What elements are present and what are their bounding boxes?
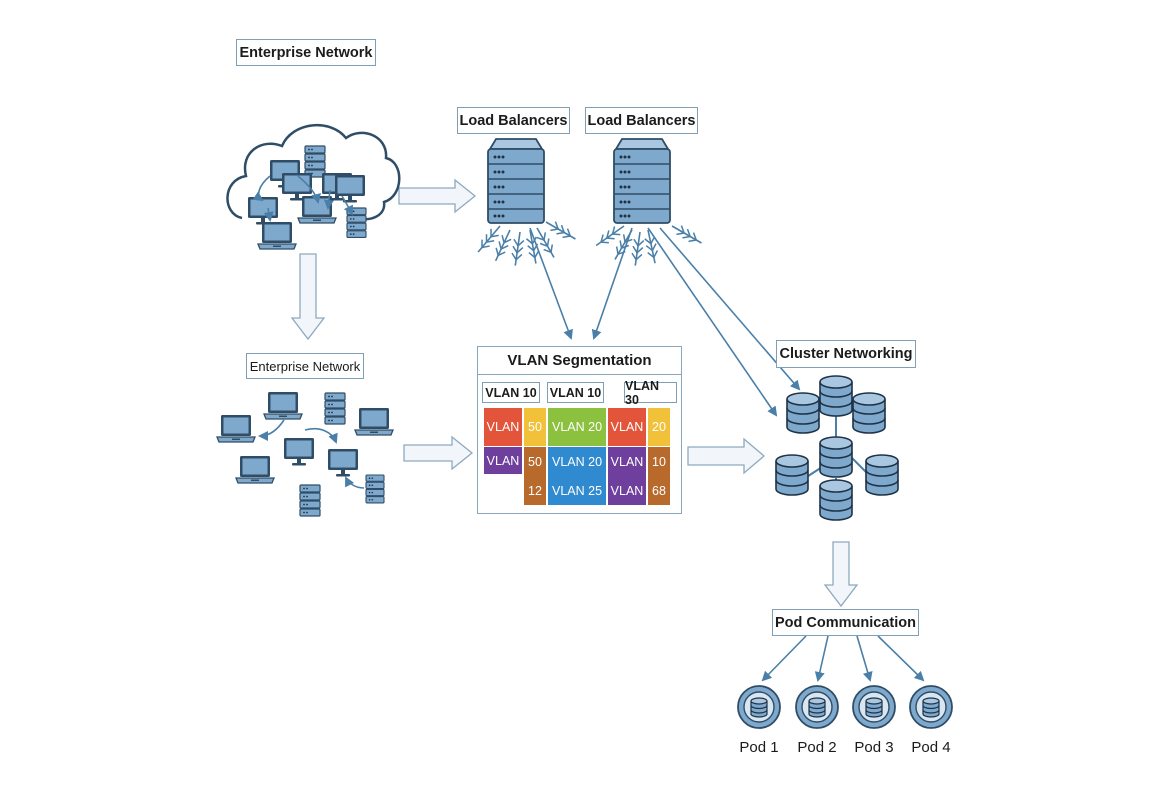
vlan-tag[interactable]: VLAN 10 [547,382,604,403]
database-cylinder-icon [786,392,820,434]
pod-4[interactable] [909,685,953,729]
vlan-cell[interactable]: 20 [648,408,670,446]
pod-connectors [761,635,925,682]
database-cylinder-icon [819,436,853,478]
vlan-cell[interactable]: 10 68 [648,447,670,505]
load-balancer-server-1[interactable] [487,138,545,224]
laptop-icon [354,407,394,436]
cloud-network-icon [226,124,401,250]
block-arrow-cloud-to-load-balancer [398,178,477,214]
pod-1[interactable] [737,685,781,729]
pod-3[interactable] [852,685,896,729]
vlan-cell[interactable]: VLAN [608,408,646,446]
laptop-icon [263,391,303,420]
pod-label: Pod 4 [911,739,951,756]
block-arrow-vlan-to-cluster [687,437,766,475]
load-balancer-1-fanout [473,216,579,268]
pod-icon [909,685,953,729]
connector-lb2-to-cluster-a [647,227,778,417]
vlan-cell[interactable]: VLAN VLAN [608,447,646,505]
vlan-segmentation-panel: VLAN Segmentation VLAN 10 VLAN 10 VLAN 3… [477,346,682,514]
database-cylinder-icon [852,392,886,434]
vlan-tag[interactable]: VLAN 10 [482,382,540,403]
pod-label: Pod 1 [739,739,779,756]
vlan-segmentation-title: VLAN Segmentation [478,347,681,375]
laptop-icon [235,455,275,484]
connector-lb1-to-vlan [529,227,573,340]
enterprise-network-title: Enterprise Network [236,39,376,66]
connector-lb2-to-vlan [591,227,633,340]
server-rack-icon [324,392,346,425]
database-cylinder-icon [819,375,853,417]
database-cylinder-icon [775,454,809,496]
connector-lb2-to-cluster-b [659,227,801,391]
desktop-monitor-icon [328,449,358,477]
pod-2[interactable] [795,685,839,729]
vlan-cell[interactable]: VLAN [484,408,522,446]
cluster-databases [775,375,899,521]
load-balancer-1-label: Load Balancers [457,107,570,134]
load-balancer-2-label: Load Balancers [585,107,698,134]
pod-icon [795,685,839,729]
load-balancer-server-2[interactable] [613,138,671,224]
block-arrow-cloud-to-enterprise [290,253,326,341]
desktop-monitor-icon [284,438,314,466]
vlan-cell[interactable]: VLAN 20 VLAN 25 [548,447,606,505]
vlan-tag[interactable]: VLAN 30 [624,379,677,407]
vlan-cell[interactable]: 50 12 [524,447,546,505]
database-cylinder-icon [819,479,853,521]
enterprise-devices [216,391,394,517]
pod-icon [852,685,896,729]
vlan-cell[interactable]: VLAN 20 [548,408,606,446]
laptop-icon [216,414,256,443]
vlan-cell[interactable]: 50 [524,408,546,446]
server-rack-icon [299,484,321,517]
block-arrow-cluster-to-pods [823,541,859,608]
pod-icon [737,685,781,729]
database-cylinder-icon [865,454,899,496]
vlan-cell[interactable]: VLAN [484,447,522,474]
block-arrow-enterprise-to-vlan [403,435,474,471]
pod-communication-label: Pod Communication [772,609,919,636]
pod-label: Pod 3 [854,739,894,756]
cluster-networking-label: Cluster Networking [776,340,916,368]
server-rack-icon [365,474,385,504]
pod-label: Pod 2 [797,739,837,756]
enterprise-network-label: Enterprise Network [246,353,364,379]
